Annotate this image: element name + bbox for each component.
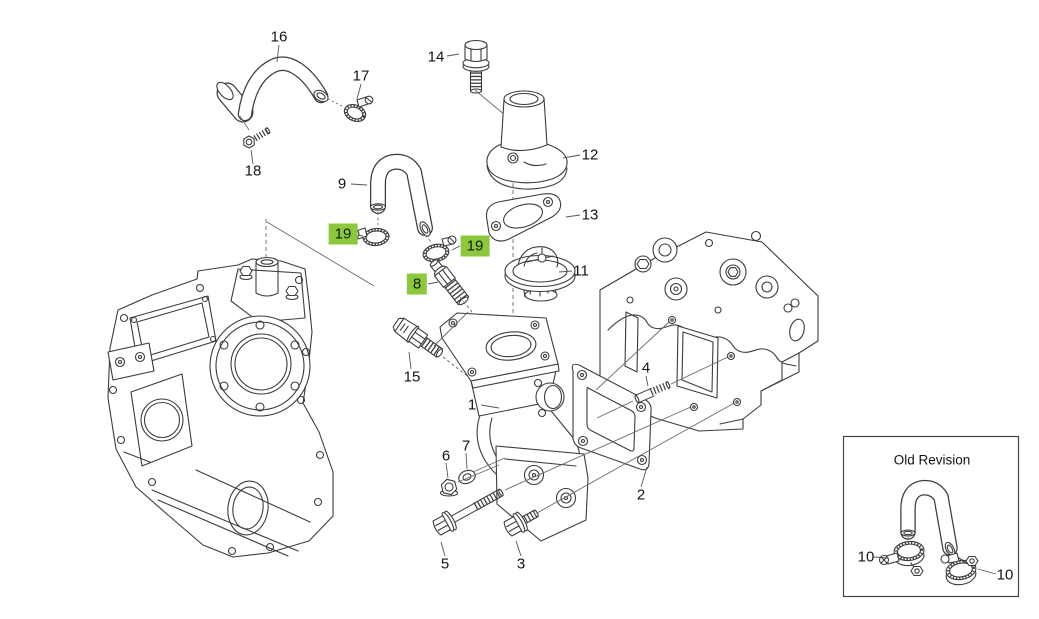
- part-8-fitting: [429, 259, 470, 306]
- callout-11[interactable]: 11: [573, 262, 589, 280]
- callout-13[interactable]: 13: [581, 206, 599, 224]
- callout-3[interactable]: 3: [516, 555, 526, 573]
- old-revision-inset: [842, 435, 1020, 598]
- callout-9[interactable]: 9: [337, 175, 347, 193]
- part-10-clamp-right: [940, 552, 979, 586]
- sensor-15-axis-line: [442, 356, 471, 379]
- callout-12[interactable]: 12: [581, 146, 599, 164]
- callout-5[interactable]: 5: [440, 555, 450, 573]
- callout-16[interactable]: 16: [270, 28, 288, 46]
- callout-4[interactable]: 4: [641, 359, 651, 377]
- part-1-thermostat-housing: [439, 312, 589, 542]
- callout-6[interactable]: 6: [441, 447, 451, 465]
- part-6-nut: [439, 478, 459, 497]
- callout-15[interactable]: 15: [403, 368, 421, 386]
- part-14-bolt: [462, 39, 513, 122]
- part-15-temperature-sensor: [392, 317, 444, 358]
- callout-2[interactable]: 2: [636, 486, 646, 504]
- callout-14[interactable]: 14: [427, 48, 445, 66]
- part-2-gasket: [571, 363, 652, 471]
- assembly-axis-lines-over: [433, 311, 742, 514]
- part-16-hose: [216, 56, 343, 131]
- callout-1[interactable]: 1: [467, 396, 477, 414]
- cylinder-head-drawing: [599, 230, 819, 432]
- assembly-axis-lines-mid: [377, 212, 433, 244]
- part-10-clamp-left: [878, 540, 925, 577]
- part-7-washer: [458, 469, 476, 485]
- callout-10-right[interactable]: 10: [996, 566, 1014, 584]
- part-18-bolt: [243, 127, 271, 149]
- part-11-thermostat: [504, 246, 576, 302]
- timing-cover-drawing: [107, 256, 334, 558]
- part-19-clamp-right: [422, 235, 457, 263]
- part-17-clamp: [343, 95, 374, 123]
- part-12-water-outlet: [486, 90, 568, 190]
- callout-19-left[interactable]: 19: [328, 223, 358, 245]
- callout-10-left[interactable]: 10: [857, 548, 875, 566]
- part-4-stud: [634, 381, 671, 404]
- part-3-bolt: [503, 509, 539, 537]
- callout-17[interactable]: 17: [352, 67, 370, 85]
- callout-18[interactable]: 18: [244, 162, 262, 180]
- inset-hose: [900, 479, 958, 558]
- part-5-bolt: [432, 488, 504, 536]
- callout-8[interactable]: 8: [406, 273, 428, 295]
- callout-19-right[interactable]: 19: [460, 235, 490, 257]
- callout-7[interactable]: 7: [461, 437, 471, 455]
- old-revision-inset-box: [842, 435, 1020, 598]
- old-revision-title: Old Revision: [893, 452, 971, 468]
- part-9-hose: [369, 153, 433, 237]
- part-13-gasket: [485, 193, 562, 242]
- leader-lines: [250, 44, 997, 575]
